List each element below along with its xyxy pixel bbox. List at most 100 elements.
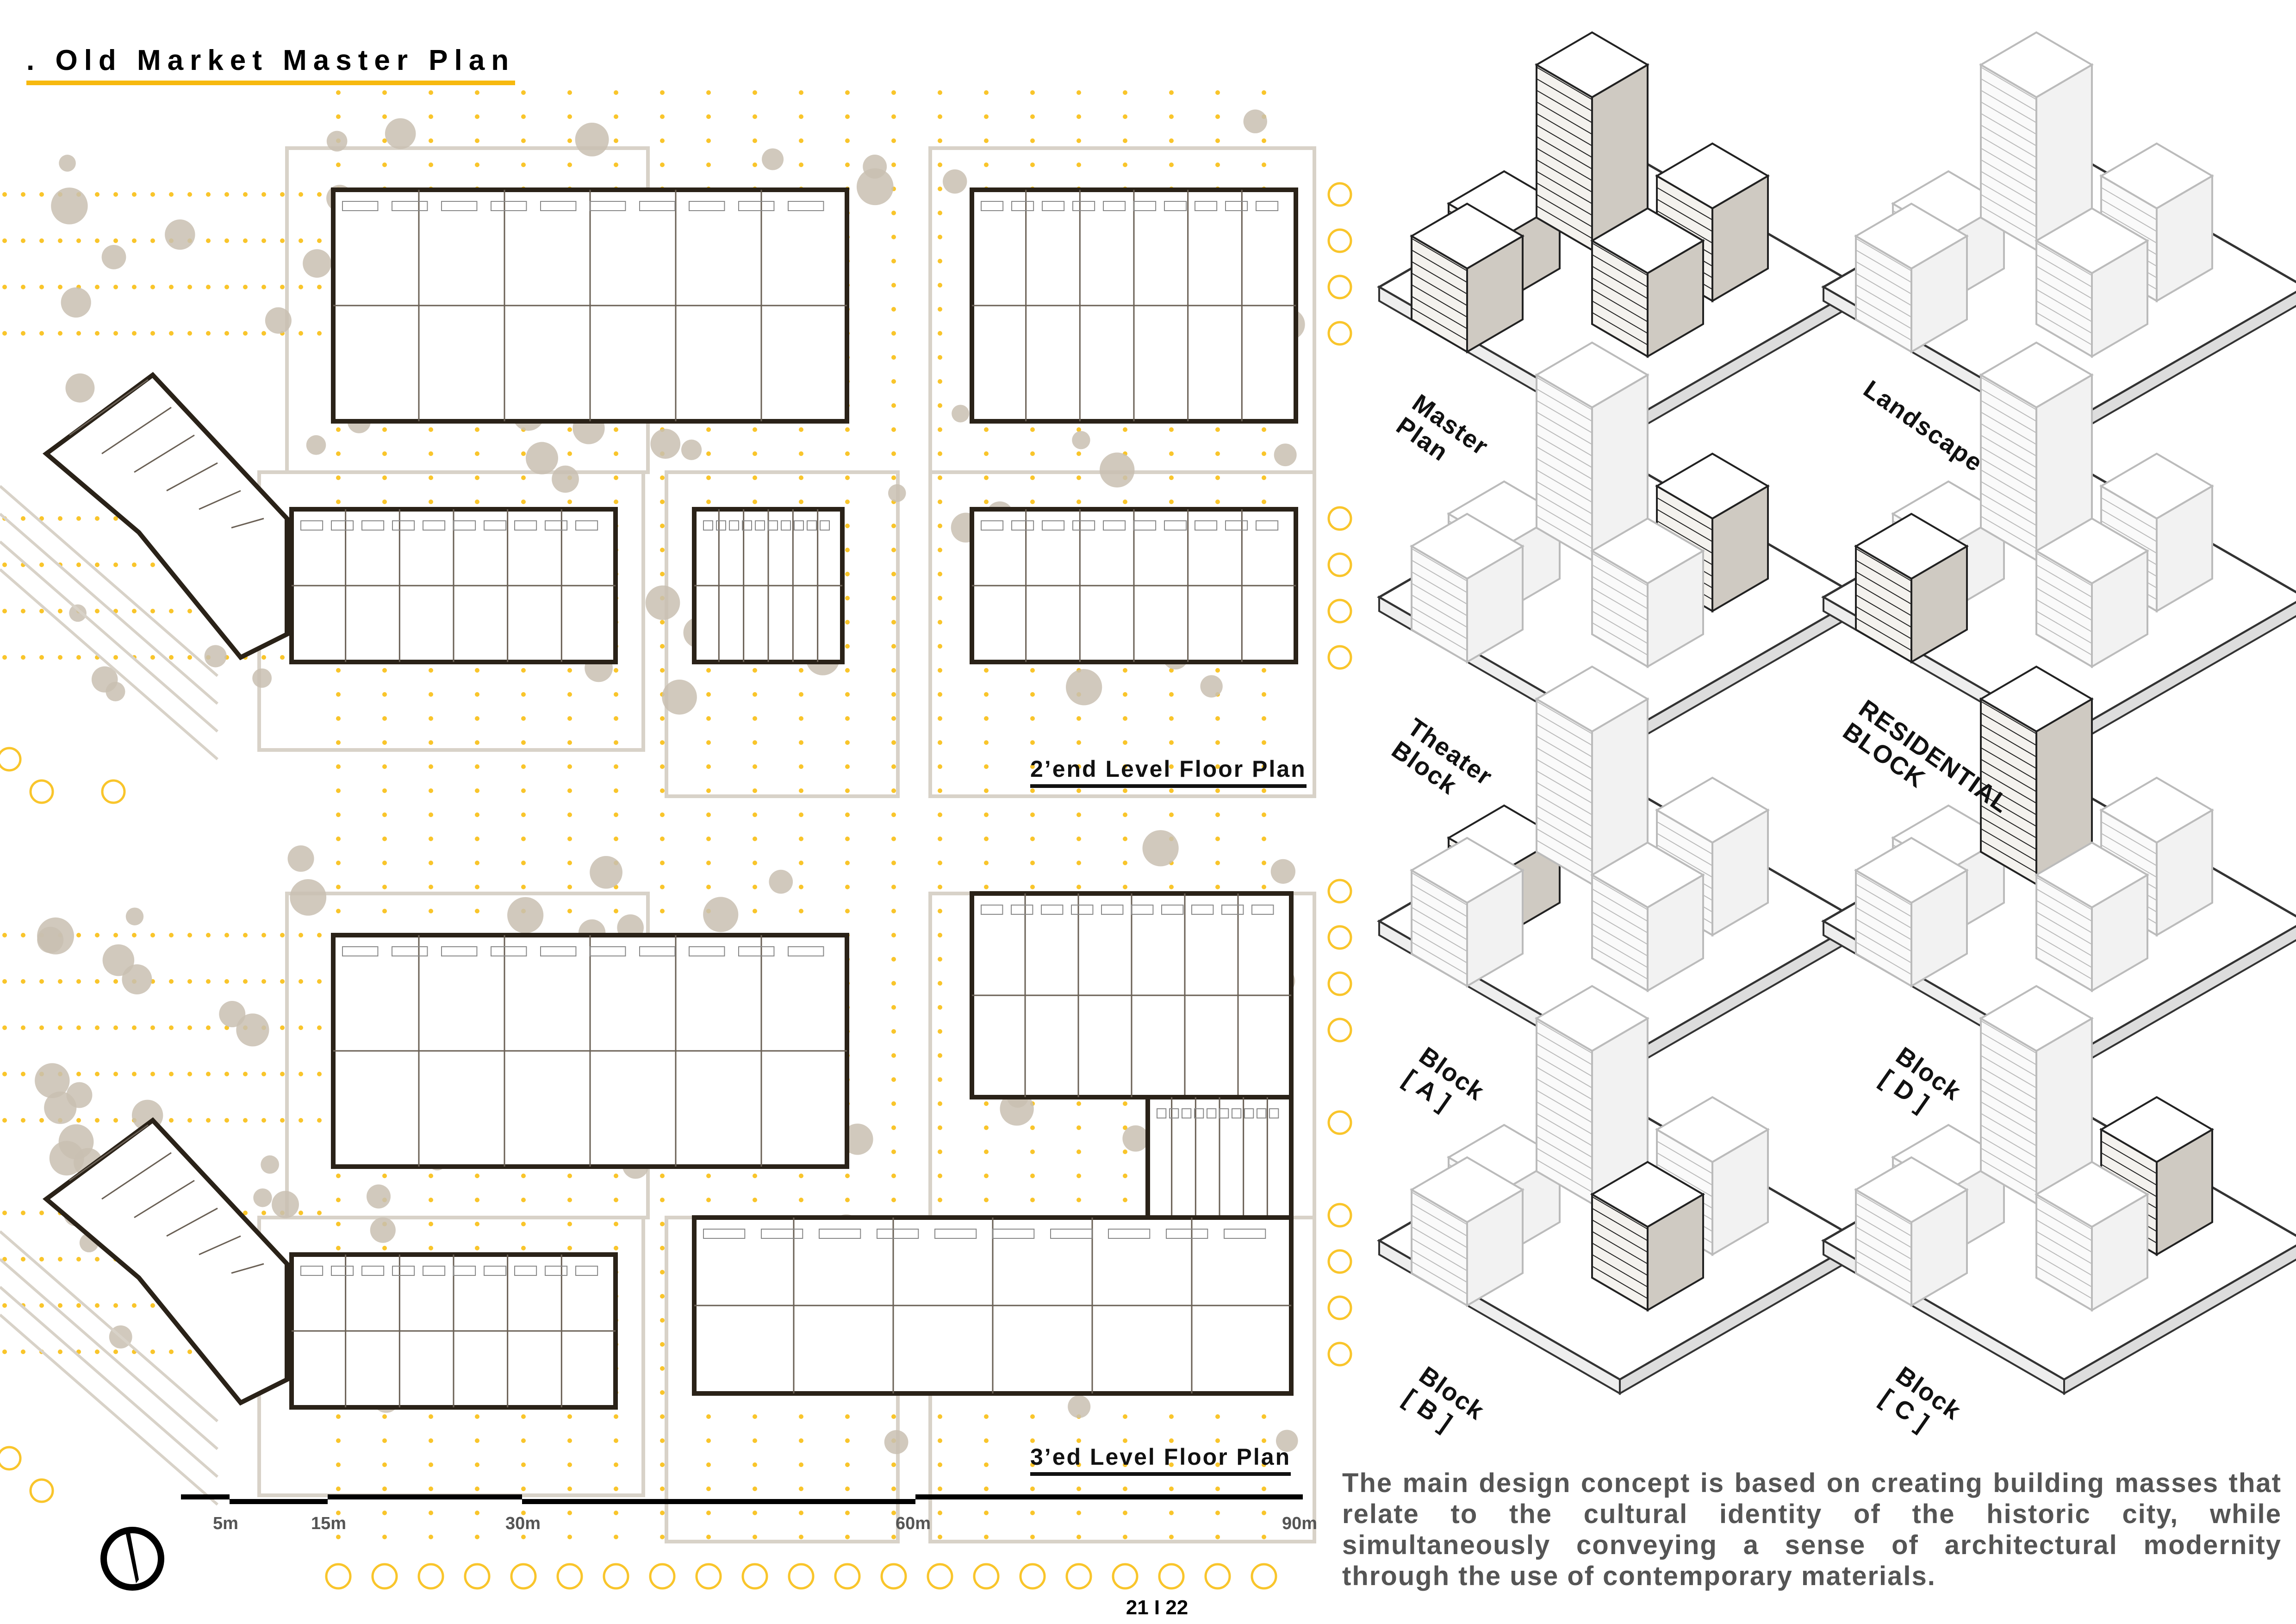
grid-dot — [113, 331, 118, 336]
floor-line — [1980, 67, 2037, 100]
grid-dot — [660, 1342, 665, 1347]
grid-dot — [429, 1174, 433, 1178]
furniture — [514, 520, 537, 531]
page-number: 21 I 22 — [1126, 1596, 1188, 1619]
floor-line — [1592, 1219, 1648, 1253]
grid-dot — [206, 1072, 211, 1076]
grid-dot — [1262, 1535, 1266, 1539]
grid-dot — [1123, 764, 1127, 769]
grid-dot — [660, 475, 665, 480]
grid-dot — [169, 1072, 174, 1076]
grid-dot — [429, 500, 433, 504]
furniture — [453, 520, 476, 531]
grid-dot — [891, 861, 896, 865]
grid-dot — [1215, 764, 1220, 769]
axo-residential-block — [1821, 341, 2296, 752]
grid-dot — [1262, 692, 1266, 697]
floor-line — [1536, 194, 1593, 227]
tree — [290, 879, 327, 916]
floor-line — [1980, 759, 2037, 792]
grid-dot — [845, 572, 850, 576]
grid-dot — [429, 861, 433, 865]
grid-dot — [1076, 427, 1081, 432]
axo-block-b — [1376, 985, 1863, 1395]
grid-dot — [1169, 1535, 1174, 1539]
grid-dot — [845, 885, 850, 889]
grid-dot — [660, 1390, 665, 1395]
grid-dot — [567, 500, 572, 504]
grid-dot — [845, 162, 850, 167]
grid-dot — [132, 1072, 137, 1076]
grid-dot — [150, 1349, 155, 1354]
grid-dot — [261, 933, 266, 937]
grid-dot — [169, 655, 174, 660]
grid-dot — [1076, 1535, 1081, 1539]
floor-line — [1980, 1043, 2037, 1077]
grid-dot — [614, 451, 618, 456]
floor-line — [1536, 412, 1593, 445]
grid-dot — [938, 764, 942, 769]
grid-dot — [891, 572, 896, 576]
floor-line — [1980, 125, 2037, 158]
furniture — [1169, 1108, 1179, 1118]
grid-dot — [891, 1101, 896, 1106]
grid-dot — [567, 1198, 572, 1202]
grid-dot — [891, 475, 896, 480]
floor-line — [1536, 1159, 1593, 1193]
grid-dot — [382, 1511, 387, 1515]
grid-bubble — [649, 1563, 676, 1590]
tree — [1200, 675, 1223, 698]
grid-dot — [336, 1222, 341, 1226]
grid-dot — [95, 562, 100, 567]
grid-dot — [1076, 1174, 1081, 1178]
building-roof — [1979, 31, 2094, 99]
grid-dot — [336, 1511, 341, 1515]
furniture — [540, 946, 577, 956]
paving-edge — [665, 470, 900, 798]
grid-dot — [1262, 861, 1266, 865]
grid-dot — [567, 114, 572, 119]
grid-dot — [660, 909, 665, 913]
grid-dot — [1215, 451, 1220, 456]
grid-dot — [261, 331, 266, 336]
grid-dot — [845, 1511, 850, 1515]
grid-dot — [1076, 451, 1081, 456]
tree — [122, 964, 152, 994]
third-level-plan — [0, 830, 1316, 1543]
block-d — [970, 187, 1298, 424]
grid-bubble — [1327, 599, 1352, 624]
floor-line — [2036, 1254, 2092, 1287]
grid-dot — [169, 331, 174, 336]
grid-dot — [1030, 1149, 1035, 1154]
grid-dot — [891, 524, 896, 528]
floor-line — [1592, 576, 1648, 609]
grid-dot — [150, 1303, 155, 1308]
second-level-plan-label: 2’end Level Floor Plan — [1030, 756, 1307, 788]
tree — [1100, 452, 1135, 487]
grid-dot — [845, 138, 850, 143]
grid-dot — [280, 1072, 285, 1076]
grid-bubble — [0, 747, 22, 772]
grid-dot — [113, 1303, 118, 1308]
grid-dot — [614, 1438, 618, 1443]
grid-dot — [845, 909, 850, 913]
building-roof — [1655, 776, 1770, 844]
grid-dot — [845, 1414, 850, 1419]
grid-bubble — [973, 1563, 1000, 1590]
grid-dot — [429, 740, 433, 745]
furniture — [820, 520, 830, 531]
grid-dot — [317, 1118, 322, 1123]
floor-line — [1592, 877, 1648, 910]
furniture — [590, 201, 626, 211]
floor-line — [1592, 266, 1648, 299]
grid-dot — [58, 1257, 62, 1262]
floor-line — [1980, 377, 2037, 410]
grid-dot — [799, 885, 803, 889]
block-b-angled — [42, 1117, 289, 1406]
grid-dot — [660, 1535, 665, 1539]
grid-dot — [984, 162, 989, 167]
floor-line — [2101, 1152, 2157, 1186]
block-d-lower — [970, 507, 1298, 664]
grid-dot — [1030, 1414, 1035, 1419]
grid-dot — [799, 1535, 803, 1539]
